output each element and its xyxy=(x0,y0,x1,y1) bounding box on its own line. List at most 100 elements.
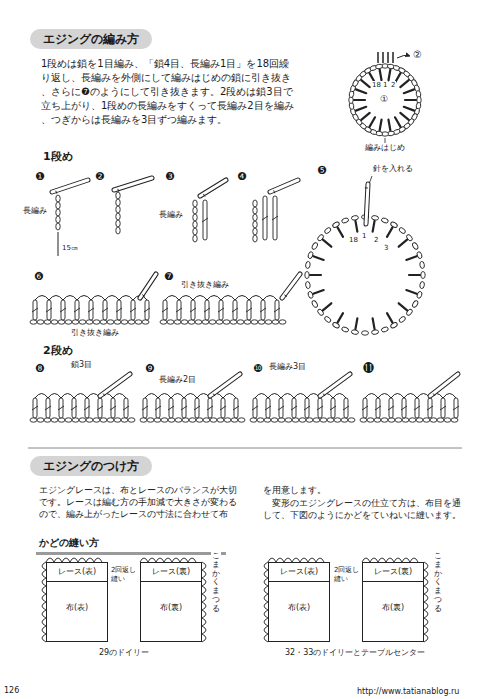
chain-arc xyxy=(35,394,48,399)
chain-stitch xyxy=(327,418,334,422)
hook-tip xyxy=(203,194,205,197)
callout-number: ① xyxy=(379,93,389,105)
double-crochet-stitch xyxy=(402,398,406,418)
stitch-bar xyxy=(168,406,174,410)
chain-stitch xyxy=(56,223,60,230)
row-heading: 2段め xyxy=(42,344,74,359)
stitch-bar xyxy=(207,406,213,410)
double-crochet-stitch xyxy=(313,256,323,260)
chain-arc xyxy=(165,296,179,301)
instruction-note: 針を入れる xyxy=(372,164,414,175)
double-crochet-stitch xyxy=(263,196,267,240)
stitch-label: 長編み2目 xyxy=(158,375,197,386)
dimension-label: 15㎝ xyxy=(61,244,79,253)
chain-stitch xyxy=(93,418,100,422)
double-crochet-stitch xyxy=(441,398,445,418)
chain-stitch xyxy=(196,418,203,422)
double-crochet-stitch xyxy=(253,398,257,418)
stitch-bar xyxy=(440,406,446,410)
stitch-bar xyxy=(401,406,407,410)
double-crochet-stitch xyxy=(156,398,160,418)
crochet-hook xyxy=(282,274,300,298)
chain-stitch xyxy=(253,207,257,214)
watermark: http://www.tatianablog.ru xyxy=(356,687,460,698)
chain-arc xyxy=(263,296,277,301)
chain-stitch xyxy=(299,418,306,422)
chain-stitch xyxy=(56,202,60,209)
double-crochet-stitch xyxy=(361,113,369,120)
chain-stitch xyxy=(367,418,374,422)
double-crochet-stitch xyxy=(61,300,65,320)
hook-tip xyxy=(213,394,215,396)
hook-outline xyxy=(100,374,130,396)
stitch-bar xyxy=(60,308,66,312)
double-crochet-stitch xyxy=(46,398,50,418)
double-crochet-stitch xyxy=(331,398,335,418)
double-crochet-stitch xyxy=(131,300,135,320)
double-crochet-stitch xyxy=(355,221,357,232)
lace-scallop xyxy=(424,586,428,594)
chain-stitch xyxy=(160,320,167,324)
stitch-bar xyxy=(218,308,224,312)
chain-stitch xyxy=(250,418,257,422)
stitch-bar xyxy=(84,406,90,410)
double-crochet-stitch xyxy=(234,398,238,418)
stitch-bar xyxy=(130,308,136,312)
hook-body xyxy=(320,374,350,396)
fabric-panel: レース(表)布(表) xyxy=(268,562,330,642)
chain-stitch xyxy=(203,418,210,422)
double-crochet-stitch xyxy=(380,120,382,131)
stitch-bar xyxy=(233,406,239,410)
double-crochet-stitch xyxy=(85,398,89,418)
chain-arc xyxy=(63,296,77,301)
double-crochet-stitch xyxy=(59,398,63,418)
stitch-bar xyxy=(102,308,108,312)
chain-stitch xyxy=(114,418,121,422)
crochet-hook xyxy=(140,274,156,298)
lace-scallop xyxy=(424,634,428,642)
crochet-hook xyxy=(114,178,152,192)
double-crochet-stitch xyxy=(344,398,348,418)
chain-stitch xyxy=(107,418,114,422)
double-crochet-stitch xyxy=(318,398,322,418)
chain-stitch xyxy=(37,320,44,324)
double-crochet-stitch xyxy=(72,398,76,418)
chain-stitch xyxy=(444,418,451,422)
crochet-hook xyxy=(100,374,130,396)
lace-scallop xyxy=(202,602,206,610)
chain-arc xyxy=(255,394,268,399)
stitch-bar xyxy=(110,406,116,410)
chain-stitch xyxy=(56,216,60,223)
lace-scallop xyxy=(424,610,428,618)
stitch-bar xyxy=(194,406,200,410)
stitch-bar xyxy=(32,308,38,312)
sewing-note: こまかく まつる xyxy=(211,552,221,614)
page-number: 126 xyxy=(3,686,20,697)
chain-stitch xyxy=(86,418,93,422)
chain-stitch xyxy=(193,235,197,242)
start-stitch xyxy=(377,52,379,63)
chain-arc xyxy=(249,296,263,301)
sewing-note: 2回返し縫い xyxy=(110,566,140,585)
double-crochet-stitch xyxy=(195,398,199,418)
chain-stitch xyxy=(362,331,369,335)
hook-tip xyxy=(433,394,435,396)
stitch-bar xyxy=(202,218,208,222)
chain-stitch xyxy=(285,418,292,422)
stitch-bar xyxy=(32,406,38,410)
chain-stitch xyxy=(116,192,120,199)
stitch-bar xyxy=(272,216,278,220)
stitch-label: 長編み3目 xyxy=(268,362,307,373)
chain-stitch xyxy=(30,418,37,422)
double-crochet-stitch xyxy=(415,398,419,418)
double-crochet-stitch xyxy=(395,117,401,127)
chain-stitch xyxy=(51,418,58,422)
chain-stitch xyxy=(423,418,430,422)
chain-stitch xyxy=(271,418,278,422)
stitch-bar xyxy=(246,308,252,312)
chain-stitch xyxy=(390,221,398,228)
double-crochet-stitch xyxy=(208,398,212,418)
chain-arc xyxy=(77,296,91,301)
double-crochet-stitch xyxy=(310,274,321,276)
chain-stitch xyxy=(305,272,309,279)
